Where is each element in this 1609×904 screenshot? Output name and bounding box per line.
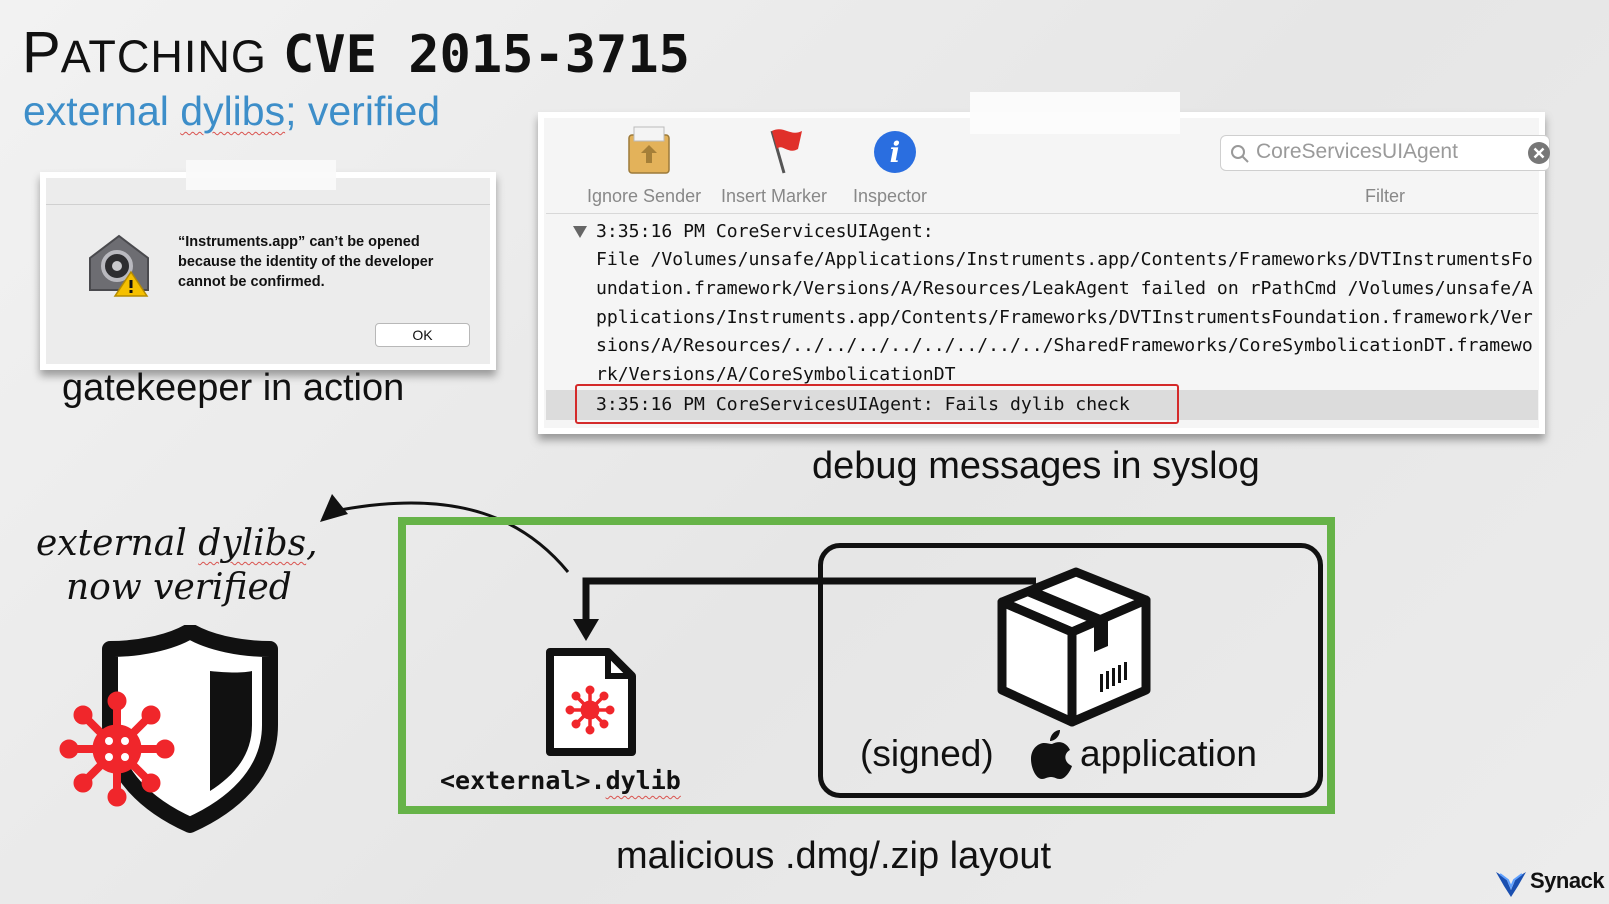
svg-text:i: i	[890, 136, 901, 169]
insert-marker-flag-icon[interactable]	[760, 125, 806, 175]
subtitle-word: dylibs	[180, 88, 286, 134]
tape-strip	[186, 160, 336, 190]
apple-logo-icon	[1031, 730, 1072, 779]
synack-brand: Synack	[1530, 868, 1605, 893]
note-pre: external	[36, 523, 199, 564]
ignore-sender-icon[interactable]	[626, 125, 672, 175]
message-line-1: “Instruments.app” can’t be opened	[178, 234, 420, 250]
package-box-icon	[997, 567, 1151, 727]
log-line: rk/Versions/A/CoreSymbolicationDT	[596, 364, 956, 385]
application-label: application	[1080, 733, 1257, 774]
subtitle-pre: external	[23, 88, 181, 134]
title-cve: CVE 2015-3715	[282, 25, 690, 85]
filter-label: Filter	[1365, 186, 1405, 206]
log-entry-fails-dylib: 3:35:16 PM CoreServicesUIAgent: Fails dy…	[596, 394, 1130, 415]
message-line-2: because the identity of the developer	[178, 254, 434, 270]
dylib-word: dylib	[605, 766, 681, 795]
layout-caption: malicious .dmg/.zip layout	[616, 835, 1052, 877]
inspector-info-icon[interactable]: i	[873, 130, 917, 174]
message-line-3: cannot be confirmed.	[178, 274, 325, 290]
ok-button[interactable]: OK	[375, 323, 470, 347]
slide-subtitle: external dylibs; verified	[23, 88, 440, 135]
syslog-caption: debug messages in syslog	[812, 445, 1260, 487]
search-input[interactable]	[1220, 135, 1550, 171]
search-value: CoreServicesUIAgent	[1256, 140, 1458, 163]
note-line-2: now verified	[66, 567, 292, 608]
log-entry-header: 3:35:16 PM CoreServicesUIAgent:	[596, 221, 934, 242]
ignore-sender-label[interactable]: Ignore Sender	[587, 186, 702, 206]
dylib-file-icon	[546, 648, 636, 756]
gatekeeper-caption: gatekeeper in action	[62, 367, 405, 409]
dmg-layout-box	[398, 517, 1335, 814]
log-line: File /Volumes/unsafe/Applications/Instru…	[596, 249, 1533, 270]
note-post: ,	[306, 523, 318, 564]
title-initial: P	[22, 20, 61, 85]
tape-strip	[970, 92, 1180, 134]
slide-title: PATCHING CVE 2015-3715	[22, 18, 690, 92]
dylib-pre: <external>.	[440, 766, 606, 795]
synack-logo-icon	[1496, 872, 1526, 897]
toolbar-divider	[546, 213, 1538, 214]
curved-arrow	[320, 494, 570, 573]
virus-icon	[59, 691, 175, 807]
dialog-divider	[46, 204, 490, 205]
log-line: pplications/Instruments.app/Contents/Fra…	[596, 307, 1533, 328]
selected-log-row[interactable]	[546, 390, 1538, 420]
note-word: dylibs	[198, 523, 307, 564]
gatekeeper-lock-icon	[89, 234, 149, 297]
search-icon	[1231, 145, 1249, 163]
log-line: undation.framework/Versions/A/Resources/…	[596, 278, 1533, 299]
load-arrow	[573, 577, 1036, 641]
inspector-label[interactable]: Inspector	[853, 186, 928, 206]
highlight-box	[575, 384, 1179, 424]
log-line: sions/A/Resources/../../../../../../../.…	[596, 335, 1533, 356]
subtitle-post: ; verified	[285, 88, 441, 134]
signed-label: (signed)	[860, 733, 994, 774]
title-rest: ATCHING	[60, 31, 267, 82]
dylib-label: <external>.dylib	[440, 766, 681, 795]
clear-search-icon[interactable]	[1528, 142, 1550, 164]
insert-marker-label[interactable]: Insert Marker	[721, 186, 828, 206]
handwritten-note: external dylibs, now verified	[36, 522, 318, 610]
application-bundle-box	[818, 543, 1323, 798]
disclosure-triangle-icon[interactable]	[572, 225, 588, 239]
gatekeeper-message: “Instruments.app” can’t be opened becaus…	[178, 232, 478, 292]
